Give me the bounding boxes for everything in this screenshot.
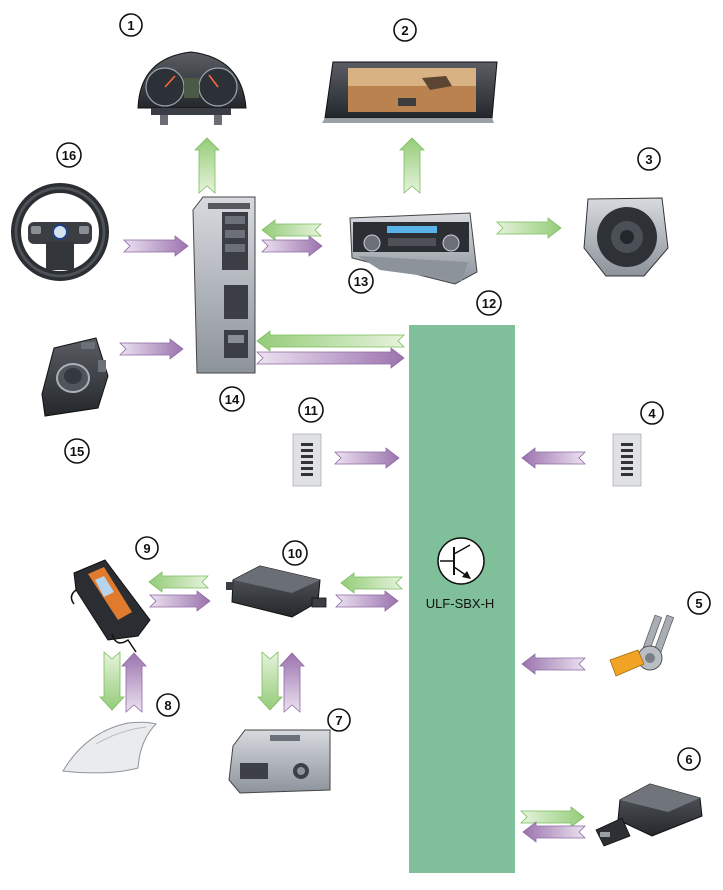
callout-number: 5: [695, 596, 702, 611]
microphone-icon: [612, 433, 642, 487]
callout-2: 2: [393, 18, 417, 42]
roof-antenna-icon: [62, 721, 157, 774]
callout-7: 7: [327, 708, 351, 732]
loudspeaker-icon: [583, 197, 669, 277]
callout-number: 10: [288, 546, 302, 561]
callout-number: 11: [304, 403, 318, 418]
arrow-green-left: [340, 572, 403, 594]
callout-10: 10: [282, 540, 308, 566]
callout-number: 4: [648, 406, 656, 421]
arrow-purple-right: [256, 347, 405, 369]
arrow-purple-left: [521, 447, 586, 469]
callout-number: 6: [685, 752, 692, 767]
steering-wheel-icon: [11, 183, 109, 281]
callout-12: 12: [476, 290, 502, 316]
central-display-icon: [322, 61, 498, 123]
bus-label: ULF-SBX-H: [426, 596, 495, 611]
arrow-green-left: [261, 219, 322, 241]
arrow-purple-left: [522, 821, 586, 843]
controller-icon: [41, 337, 109, 417]
callout-15: 15: [64, 438, 90, 464]
arrow-purple-right: [261, 235, 323, 257]
callout-number: 12: [482, 296, 496, 311]
callout-number: 3: [645, 152, 652, 167]
arrow-purple-left: [521, 653, 586, 675]
antenna-amplifier-icon: [226, 565, 327, 618]
arrow-green-up: [399, 137, 425, 194]
callout-number: 2: [401, 23, 408, 38]
arrow-green-down: [99, 651, 125, 711]
instrument-cluster-icon: [137, 51, 247, 125]
arrow-green-left: [256, 330, 405, 352]
callout-6: 6: [677, 747, 701, 771]
head-unit-icon: [192, 196, 256, 374]
arrow-purple-right: [119, 338, 184, 360]
arrow-purple-right: [335, 590, 399, 612]
callout-9: 9: [135, 536, 159, 560]
bluetooth-antenna-icon: [595, 783, 703, 847]
callout-4: 4: [640, 401, 664, 425]
arrow-purple-up: [279, 652, 305, 713]
arrow-green-right: [496, 217, 562, 239]
arrow-purple-right: [149, 590, 211, 612]
arrow-purple-right: [123, 235, 189, 257]
callout-16: 16: [56, 142, 82, 168]
callout-number: 13: [354, 274, 368, 289]
callout-5: 5: [687, 591, 711, 615]
callout-3: 3: [637, 147, 661, 171]
callout-14: 14: [219, 386, 245, 412]
callout-number: 15: [70, 444, 84, 459]
callout-number: 7: [335, 713, 342, 728]
arrow-purple-up: [121, 652, 147, 713]
arrow-green-right: [520, 806, 585, 828]
arrow-green-up: [194, 137, 220, 194]
callout-number: 9: [143, 541, 150, 556]
usb-connector-icon: [609, 614, 675, 677]
arrow-purple-right: [334, 447, 400, 469]
audio-control-panel-icon: [349, 212, 478, 285]
bus-bar: [409, 325, 515, 873]
callout-8: 8: [156, 693, 180, 717]
callout-number: 14: [225, 392, 240, 407]
callout-number: 8: [164, 698, 171, 713]
microphone-icon: [292, 433, 322, 487]
transistor-symbol-icon: [437, 537, 485, 585]
arrow-green-left: [148, 571, 209, 593]
callout-1: 1: [119, 13, 143, 37]
arrow-green-down: [257, 651, 283, 711]
snap-in-adapter-icon: [228, 729, 331, 794]
callout-number: 1: [127, 18, 134, 33]
mobile-phone-in-adapter-icon: [70, 559, 151, 653]
callout-13: 13: [348, 268, 374, 294]
callout-11: 11: [298, 397, 324, 423]
callout-number: 16: [62, 148, 76, 163]
